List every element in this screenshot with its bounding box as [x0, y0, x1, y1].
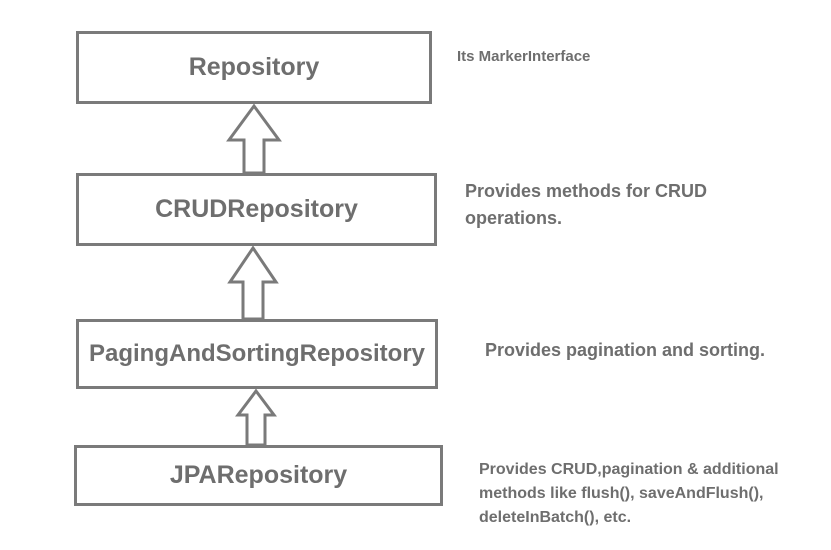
note-jpa-repository: Provides CRUD,pagination & additional me…	[479, 461, 779, 526]
node-jpa-repository-label: JPARepository	[169, 461, 348, 489]
node-paging-and-sorting-repository: PagingAndSortingRepository	[76, 319, 438, 389]
note-repository: Its MarkerInterface	[457, 48, 591, 65]
node-crud-repository: CRUDRepository	[76, 173, 437, 246]
node-jpa-repository: JPARepository	[74, 445, 443, 506]
arrow-crud-to-repository	[226, 103, 282, 175]
note-crud-repository: Provides methods for CRUD operations.	[465, 181, 708, 228]
node-crud-repository-label: CRUDRepository	[155, 195, 358, 223]
node-repository: Repository	[76, 31, 432, 104]
node-paging-and-sorting-repository-label: PagingAndSortingRepository	[89, 340, 425, 367]
arrow-paging-to-crud	[227, 245, 279, 321]
node-repository-label: Repository	[188, 53, 320, 81]
note-paging-and-sorting-repository: Provides pagination and sorting.	[485, 340, 766, 360]
arrow-jpa-to-paging	[235, 388, 277, 447]
